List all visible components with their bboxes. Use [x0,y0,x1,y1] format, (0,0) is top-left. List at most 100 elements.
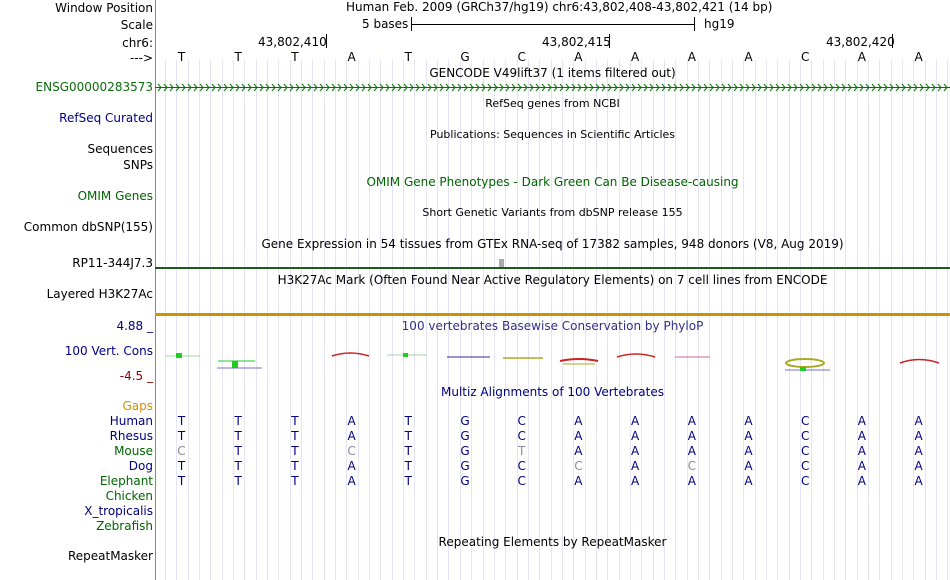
label-common-dbsnp[interactable]: Common dbSNP(155) [23,220,153,234]
strand-chevron [457,83,462,92]
label-window-position: Window Position [55,1,153,15]
strand-chevron [679,83,684,92]
strand-chevron [415,83,420,92]
strand-chevron [259,83,264,92]
alignment-base: C [800,414,810,428]
gencode-gene-feature[interactable] [155,82,950,94]
label-snps[interactable]: SNPs [123,158,153,172]
alignment-base: T [177,459,186,473]
assembly-label: hg19 [704,17,735,31]
label-gaps[interactable]: Gaps [122,399,153,413]
strand-chevron [175,83,180,92]
strand-chevron [709,83,714,92]
species-label[interactable]: Human [109,414,153,428]
position-title: Human Feb. 2009 (GRCh37/hg19) chr6:43,80… [346,0,773,14]
alignment-base: A [687,414,696,428]
label-100-vert-cons[interactable]: 100 Vert. Cons [64,344,153,358]
reference-base: T [234,50,242,64]
alignment-base: T [291,429,299,443]
ruler-pos-3: 43,802,420 [826,35,895,49]
alignment-base: T [291,474,299,488]
alignment-base: G [460,414,470,428]
label-gencode-gene[interactable]: ENSG00000283573 [35,80,153,94]
strand-chevron [511,83,516,92]
alignment-base: A [574,414,583,428]
strand-chevron [325,83,330,92]
strand-chevron [625,83,630,92]
strand-chevron [805,83,810,92]
strand-chevron [355,83,360,92]
strand-chevron [595,83,600,92]
track-title-phylop[interactable]: 100 vertebrates Basewise Conservation by… [401,319,704,333]
track-title-multiz[interactable]: Multiz Alignments of 100 Vertebrates [440,385,665,399]
cons-bar [232,361,238,368]
strand-chevron [223,83,228,92]
species-label[interactable]: X_tropicalis [84,504,153,518]
track-title-dbsnp[interactable]: Short Genetic Variants from dbSNP releas… [422,206,683,219]
h3k27ac-top-line [155,267,950,269]
track-title-omim[interactable]: OMIM Gene Phenotypes - Dark Green Can Be… [366,175,739,189]
label-repeatmasker[interactable]: RepeatMasker [67,549,153,563]
track-title-refseq[interactable]: RefSeq genes from NCBI [485,97,620,110]
strand-chevron [451,83,456,92]
label-omim-genes[interactable]: OMIM Genes [77,189,153,203]
track-title-repeatmasker[interactable]: Repeating Elements by RepeatMasker [438,535,667,549]
alignment-base: T [518,444,526,458]
species-label[interactable]: Dog [128,459,153,473]
track-title-gtex[interactable]: Gene Expression in 54 tissues from GTEx … [261,237,844,251]
alignment-base: C [800,474,810,488]
strand-chevron [499,83,504,92]
strand-chevron [577,83,582,92]
reference-base: T [291,50,299,64]
track-title-publications[interactable]: Publications: Sequences in Scientific Ar… [430,128,675,141]
strand-chevron [247,83,252,92]
alignment-base: T [404,474,412,488]
species-label[interactable]: Mouse [114,444,153,458]
strand-chevron [469,83,474,92]
strand-chevron [883,83,888,92]
alignment-base: A [744,429,753,443]
strand-chevron [913,83,918,92]
strand-chevron [841,83,846,92]
alignment-base: C [347,444,356,458]
track-title-gencode[interactable]: GENCODE V49lift37 (1 items filtered out) [429,66,676,80]
label-refseq-curated[interactable]: RefSeq Curated [59,111,153,125]
label-sequences[interactable]: Sequences [87,142,153,156]
alignment-base: A [687,474,696,488]
strand-chevron [781,83,786,92]
strand-chevron [487,83,492,92]
strand-chevron [313,83,318,92]
alignment-base: A [347,474,356,488]
species-label[interactable]: Rhesus [109,429,153,443]
alignment-base: A [347,429,356,443]
strand-chevron [661,83,666,92]
track-title-h3k27ac[interactable]: H3K27Ac Mark (Often Found Near Active Re… [277,273,828,287]
alignment-base: A [630,474,640,488]
strand-chevron [811,83,816,92]
reference-base: A [914,50,923,64]
species-label[interactable]: Zebrafish [96,519,153,533]
species-label[interactable]: Chicken [105,489,153,503]
strand-chevron [367,83,372,92]
strand-chevron [211,83,216,92]
alignment-base: C [517,414,526,428]
species-label[interactable]: Elephant [99,474,153,488]
alignment-base: T [177,474,186,488]
conservation-graph[interactable] [155,340,950,375]
strand-chevron [901,83,906,92]
strand-chevron [721,83,726,92]
strand-chevron [289,83,294,92]
strand-chevron [787,83,792,92]
strand-chevron [637,83,642,92]
strand-chevron [565,83,570,92]
gtex-expression-mark[interactable] [499,259,504,267]
label-layered-h3k27ac[interactable]: Layered H3K27Ac [46,287,153,301]
strand-chevron [727,83,732,92]
alignment-base: A [347,459,356,473]
label-rp11-gene[interactable]: RP11-344J7.3 [72,256,153,270]
cons-bar [331,352,370,357]
strand-chevron [829,83,834,92]
cons-bar [899,358,940,364]
strand-chevron [343,83,348,92]
strand-chevron [517,83,522,92]
